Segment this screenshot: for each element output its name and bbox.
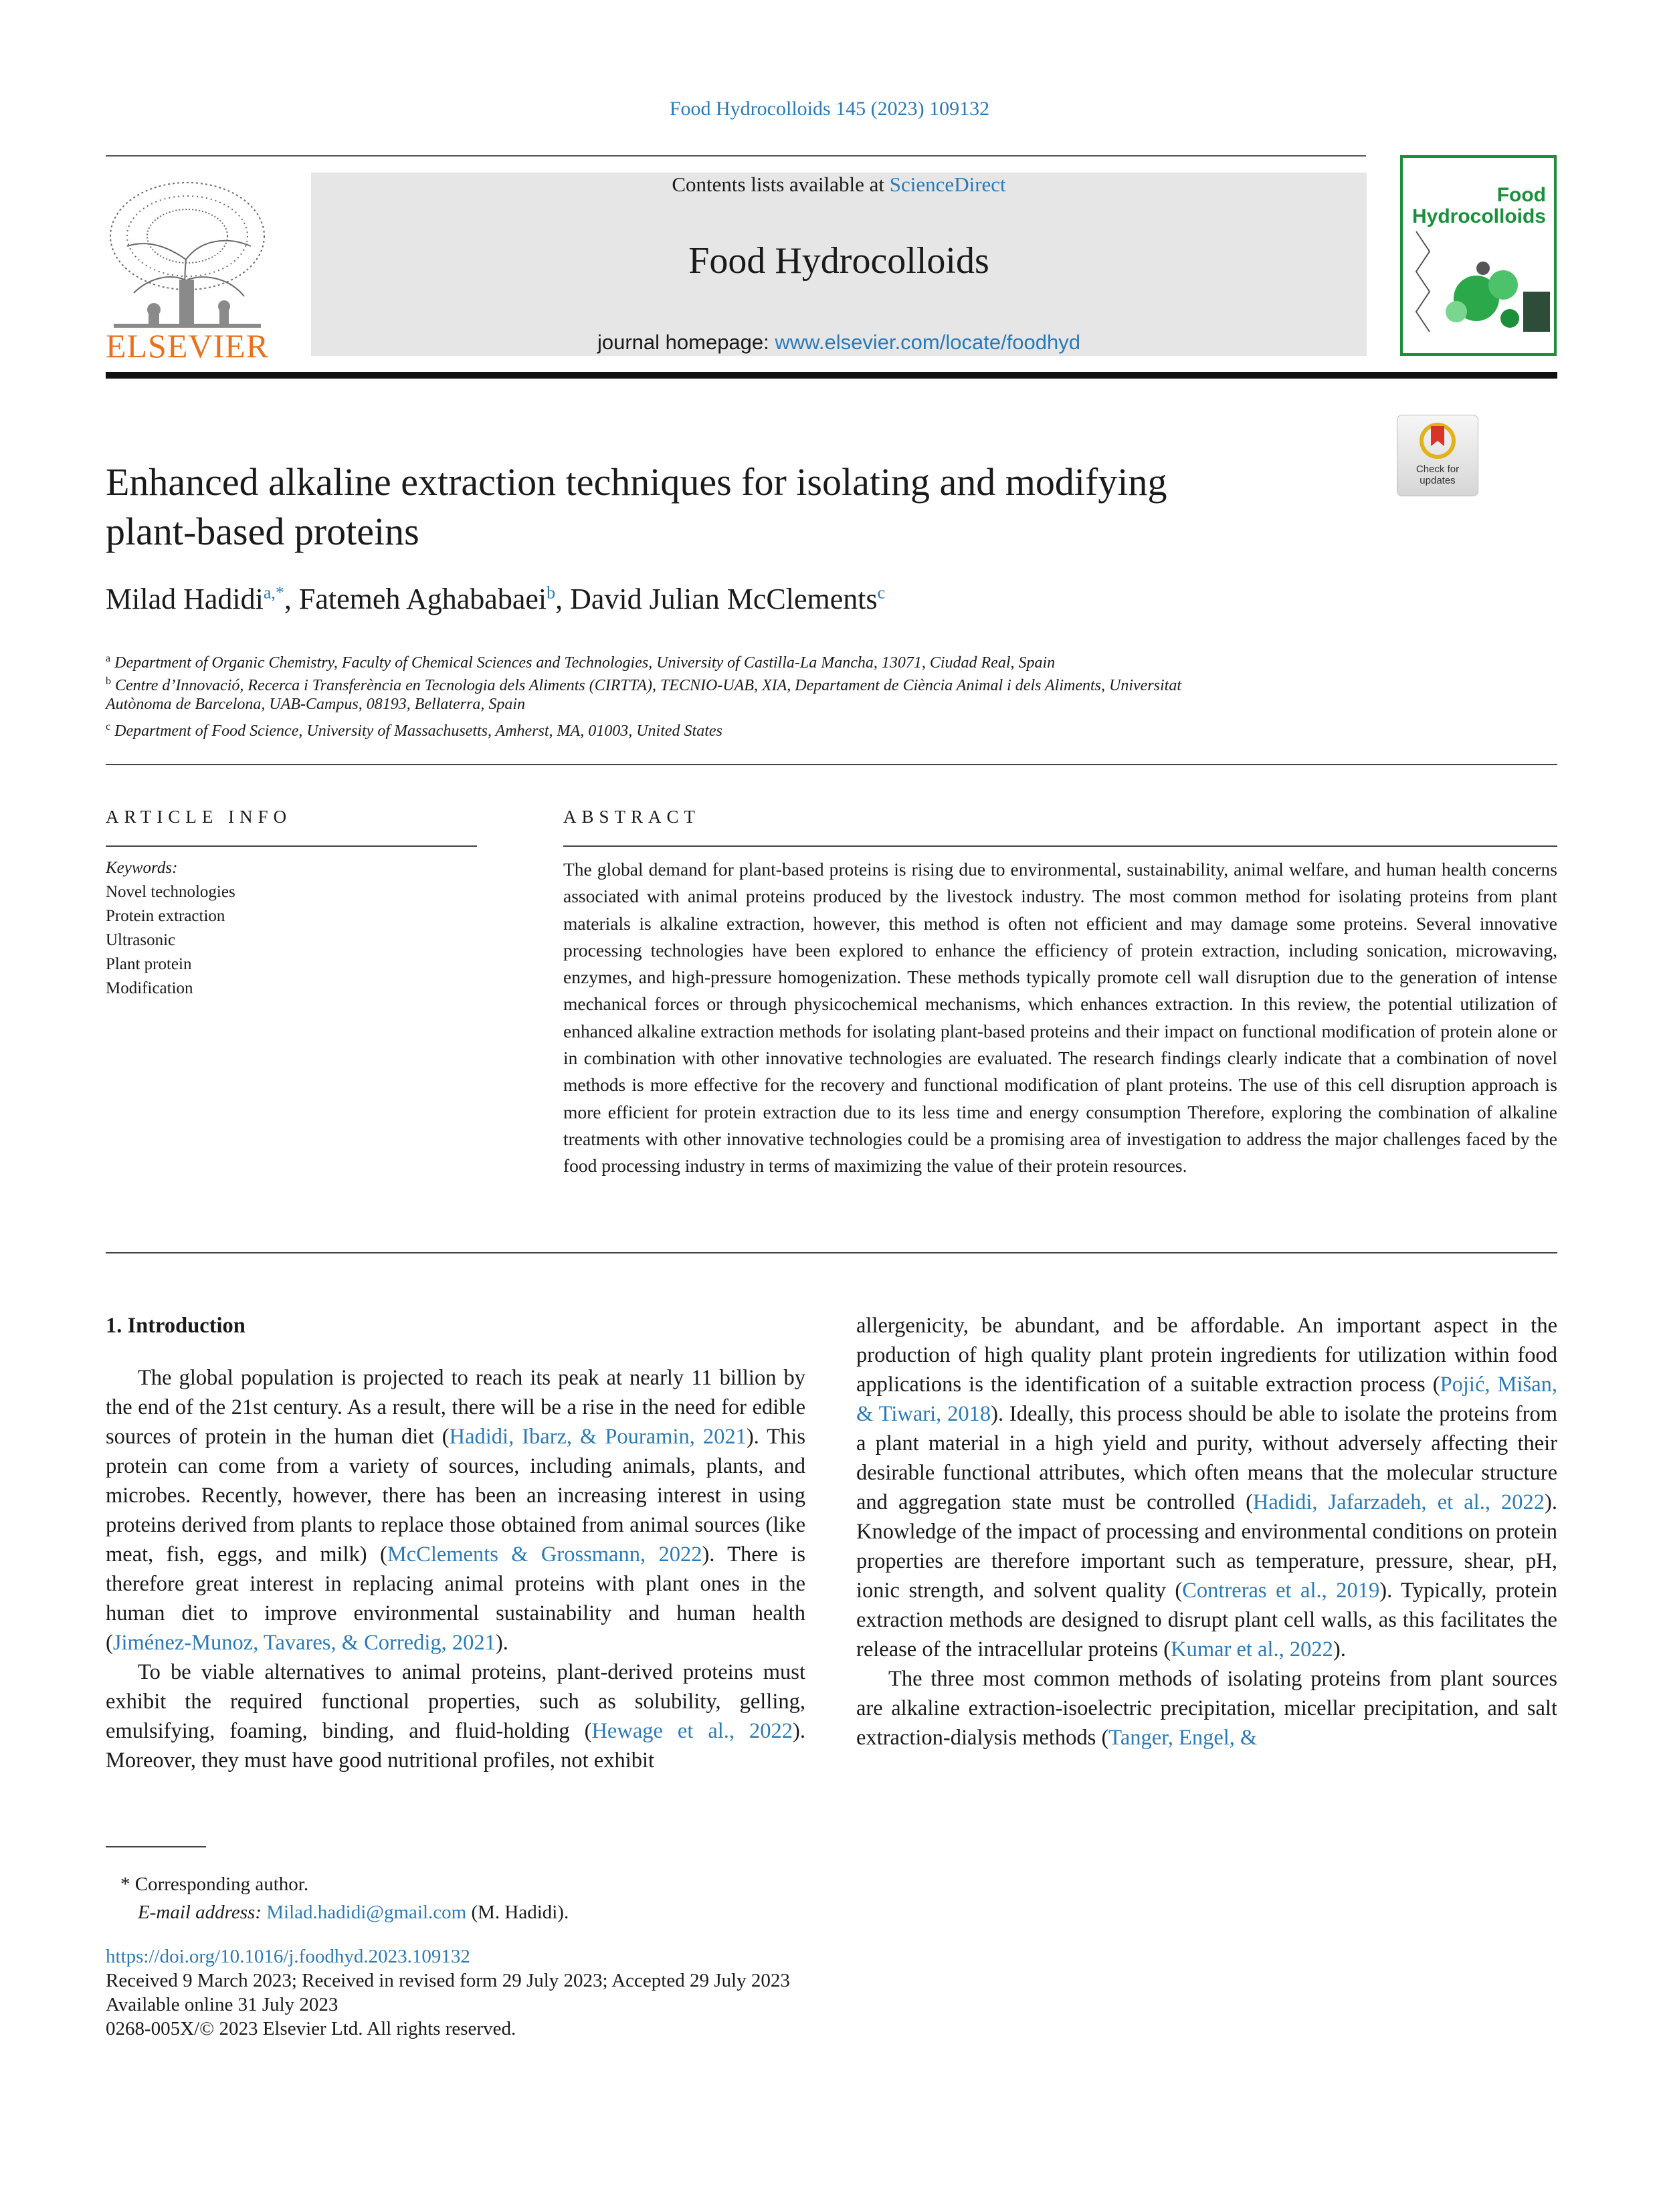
- paragraph: To be viable alternatives to animal prot…: [106, 1660, 805, 1773]
- author-affiliation-mark[interactable]: a,*: [263, 583, 284, 603]
- citation-link[interactable]: Contreras et al., 2019: [1182, 1579, 1380, 1603]
- online-line: Available online 31 July 2023: [106, 1994, 338, 2015]
- body-column-left: 1. Introduction The global population is…: [106, 1311, 805, 1775]
- keyword: Novel technologies: [106, 883, 235, 901]
- affiliation: c Department of Food Science, University…: [106, 721, 722, 740]
- elsevier-wordmark: ELSEVIER: [105, 327, 270, 365]
- paragraph: The global population is projected to re…: [106, 1366, 806, 1655]
- email-link[interactable]: Milad.hadidi@gmail.com: [266, 1902, 467, 1923]
- masthead-divider: [106, 372, 1557, 379]
- paragraph: The three most common methods of isolati…: [856, 1667, 1557, 1750]
- journal-cover[interactable]: Food Hydrocolloids: [1400, 155, 1557, 356]
- author-affiliation-mark[interactable]: c: [877, 583, 886, 603]
- footnote-rule: [106, 1846, 206, 1847]
- sciencedirect-link[interactable]: ScienceDirect: [889, 173, 1006, 196]
- affiliation: b Centre d’Innovació, Recerca i Transfer…: [106, 676, 1181, 694]
- citation-link[interactable]: Pojić, Mišan, & Tiwari, 2018: [856, 1373, 1558, 1426]
- article-title: Enhanced alkaline extraction techniques …: [106, 460, 1167, 553]
- homepage-line: journal homepage: www.elsevier.com/locat…: [597, 330, 1081, 354]
- email-line: E-mail address: Milad.hadidi@gmail.com (…: [138, 1902, 569, 1923]
- abstract-heading: ABSTRACT: [563, 807, 701, 827]
- copyright-line: 0268-005X/© 2023 Elsevier Ltd. All right…: [106, 2018, 516, 2039]
- abstract-rule: [563, 845, 1557, 847]
- footnotes: * Corresponding author. E-mail address: …: [120, 1870, 569, 1926]
- citation-link[interactable]: Hewage et al., 2022: [591, 1719, 793, 1743]
- section-heading-introduction: 1. Introduction: [106, 1314, 246, 1338]
- publication-info: https://doi.org/10.1016/j.foodhyd.2023.1…: [106, 1944, 790, 2041]
- author-name: Milad Hadidi: [106, 583, 264, 615]
- check-for-updates-label: Check for updates: [1416, 464, 1460, 486]
- elsevier-tree-logo: [110, 182, 265, 328]
- keyword: Plant protein: [106, 955, 192, 973]
- corresponding-author-note: * Corresponding author.: [120, 1874, 309, 1895]
- journal-homepage-link[interactable]: www.elsevier.com/locate/foodhyd: [775, 330, 1081, 354]
- affiliation: a Department of Organic Chemistry, Facul…: [106, 653, 1056, 672]
- check-for-updates-badge[interactable]: Check for updates: [1397, 415, 1478, 496]
- affiliation-continued: Autònoma de Barcelona, UAB-Campus, 08193…: [106, 696, 526, 713]
- keyword: Ultrasonic: [106, 931, 176, 949]
- doi-link[interactable]: https://doi.org/10.1016/j.foodhyd.2023.1…: [106, 1946, 470, 1967]
- citation-link[interactable]: Hadidi, Ibarz, & Pouramin, 2021: [449, 1425, 747, 1449]
- author-name: David Julian McClements: [570, 583, 878, 615]
- author-name: Fatemeh Aghababaei: [298, 583, 547, 615]
- abstract-bottom-rule: [106, 1252, 1557, 1253]
- keyword: Protein extraction: [106, 907, 225, 925]
- author-affiliation-mark[interactable]: b: [547, 583, 556, 603]
- dates-line: Received 9 March 2023; Received in revis…: [106, 1970, 790, 1991]
- article-info-rule: [106, 845, 477, 847]
- top-rule: [106, 155, 1366, 157]
- citation-link[interactable]: Kumar et al., 2022: [1171, 1637, 1333, 1662]
- author-list: Milad Hadidia,*, Fatemeh Aghababaeib, Da…: [106, 583, 886, 615]
- keywords-label: Keywords:: [106, 859, 178, 877]
- citation-link[interactable]: McClements & Grossmann, 2022: [387, 1542, 702, 1567]
- running-head[interactable]: Food Hydrocolloids 145 (2023) 109132: [669, 98, 990, 120]
- cover-molecules-graphic: [1415, 231, 1550, 332]
- article-info-heading: ARTICLE INFO: [106, 807, 292, 827]
- contents-line: Contents lists available at ScienceDirec…: [672, 173, 1006, 196]
- citation-link[interactable]: Hadidi, Jafarzadeh, et al., 2022: [1252, 1490, 1545, 1514]
- citation-link[interactable]: Tanger, Engel, &: [1108, 1726, 1258, 1750]
- paragraph: allergenicity, be abundant, and be affor…: [856, 1314, 1558, 1662]
- body-column-right: allergenicity, be abundant, and be affor…: [856, 1311, 1557, 1752]
- abstract-text: The global demand for plant-based protei…: [563, 859, 1557, 1177]
- cover-title: Food Hydrocolloids: [1411, 184, 1546, 227]
- journal-title: Food Hydrocolloids: [688, 240, 989, 282]
- masthead: Contents lists available at ScienceDirec…: [311, 173, 1367, 356]
- keywords-block: Keywords: Novel technologies Protein ext…: [106, 856, 235, 1001]
- header-divider: [106, 764, 1557, 765]
- citation-link[interactable]: Jiménez-Munoz, Tavares, & Corredig, 2021: [112, 1631, 496, 1655]
- keyword: Modification: [106, 979, 193, 997]
- bookmark-icon: [1420, 423, 1456, 459]
